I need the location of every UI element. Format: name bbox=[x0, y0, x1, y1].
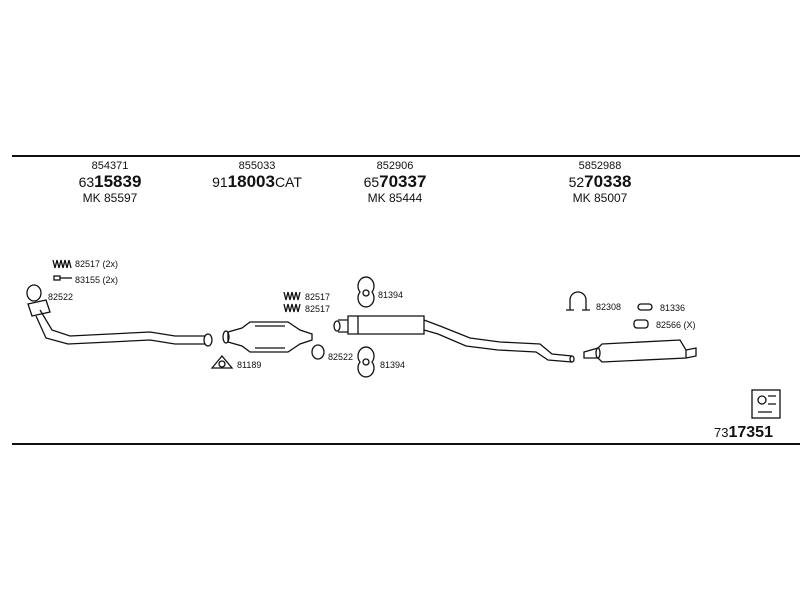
middle-silencer-drawing bbox=[333, 315, 575, 363]
part-code: 6570337 bbox=[363, 172, 427, 191]
bottom-rule bbox=[12, 443, 800, 445]
label-82566-x: 82566 (X) bbox=[656, 320, 696, 330]
part-catalyst: 855033 9118003CAT bbox=[192, 160, 322, 191]
gasket-icon bbox=[311, 344, 325, 360]
hanger-icon bbox=[637, 303, 653, 311]
label-81394-lower: 81394 bbox=[380, 360, 405, 370]
clip-icon bbox=[633, 319, 649, 329]
top-rule bbox=[12, 155, 800, 157]
part-mk: MK 85007 bbox=[572, 191, 628, 205]
rear-silencer-drawing bbox=[583, 339, 697, 363]
hanger-icon bbox=[357, 276, 375, 308]
part-rear-silencer: 5852988 5270338 MK 85007 bbox=[535, 160, 665, 205]
front-pipe-drawing bbox=[27, 299, 213, 347]
catalyst-drawing bbox=[222, 321, 313, 353]
label-82517-2x: 82517 (2x) bbox=[75, 259, 118, 269]
part-middle-silencer: 852906 6570337 MK 85444 bbox=[330, 160, 460, 205]
label-81394-upper: 81394 bbox=[378, 290, 403, 300]
label-82308: 82308 bbox=[596, 302, 621, 312]
part-ref: 854371 bbox=[91, 160, 129, 172]
flange-icon bbox=[210, 354, 234, 369]
manual-icon bbox=[751, 389, 781, 419]
bolt-icon bbox=[53, 275, 72, 281]
label-82517-lower: 82517 bbox=[305, 304, 330, 314]
label-82522-middle: 82522 bbox=[328, 352, 353, 362]
label-81336: 81336 bbox=[660, 303, 685, 313]
label-82522-front: 82522 bbox=[48, 292, 73, 302]
label-83155-2x: 83155 (2x) bbox=[75, 275, 118, 285]
clamp-icon bbox=[566, 291, 590, 311]
part-mk: MK 85444 bbox=[367, 191, 423, 205]
part-code: 5270338 bbox=[568, 172, 632, 191]
gasket-icon bbox=[26, 284, 42, 302]
label-82517-upper: 82517 bbox=[305, 292, 330, 302]
spring-icon bbox=[52, 259, 72, 269]
spring-icon bbox=[283, 291, 301, 313]
part-mk: MK 85597 bbox=[82, 191, 138, 205]
part-ref: 5852988 bbox=[578, 160, 622, 172]
label-81189: 81189 bbox=[237, 360, 261, 370]
part-ref: 855033 bbox=[238, 160, 276, 172]
part-ref: 852906 bbox=[376, 160, 414, 172]
part-code: 6315839 bbox=[78, 172, 142, 191]
part-front-pipe: 854371 6315839 MK 85597 bbox=[45, 160, 175, 205]
hanger-icon bbox=[357, 346, 375, 378]
part-code: 9118003CAT bbox=[212, 172, 302, 191]
document-code: 7317351 bbox=[714, 424, 773, 441]
